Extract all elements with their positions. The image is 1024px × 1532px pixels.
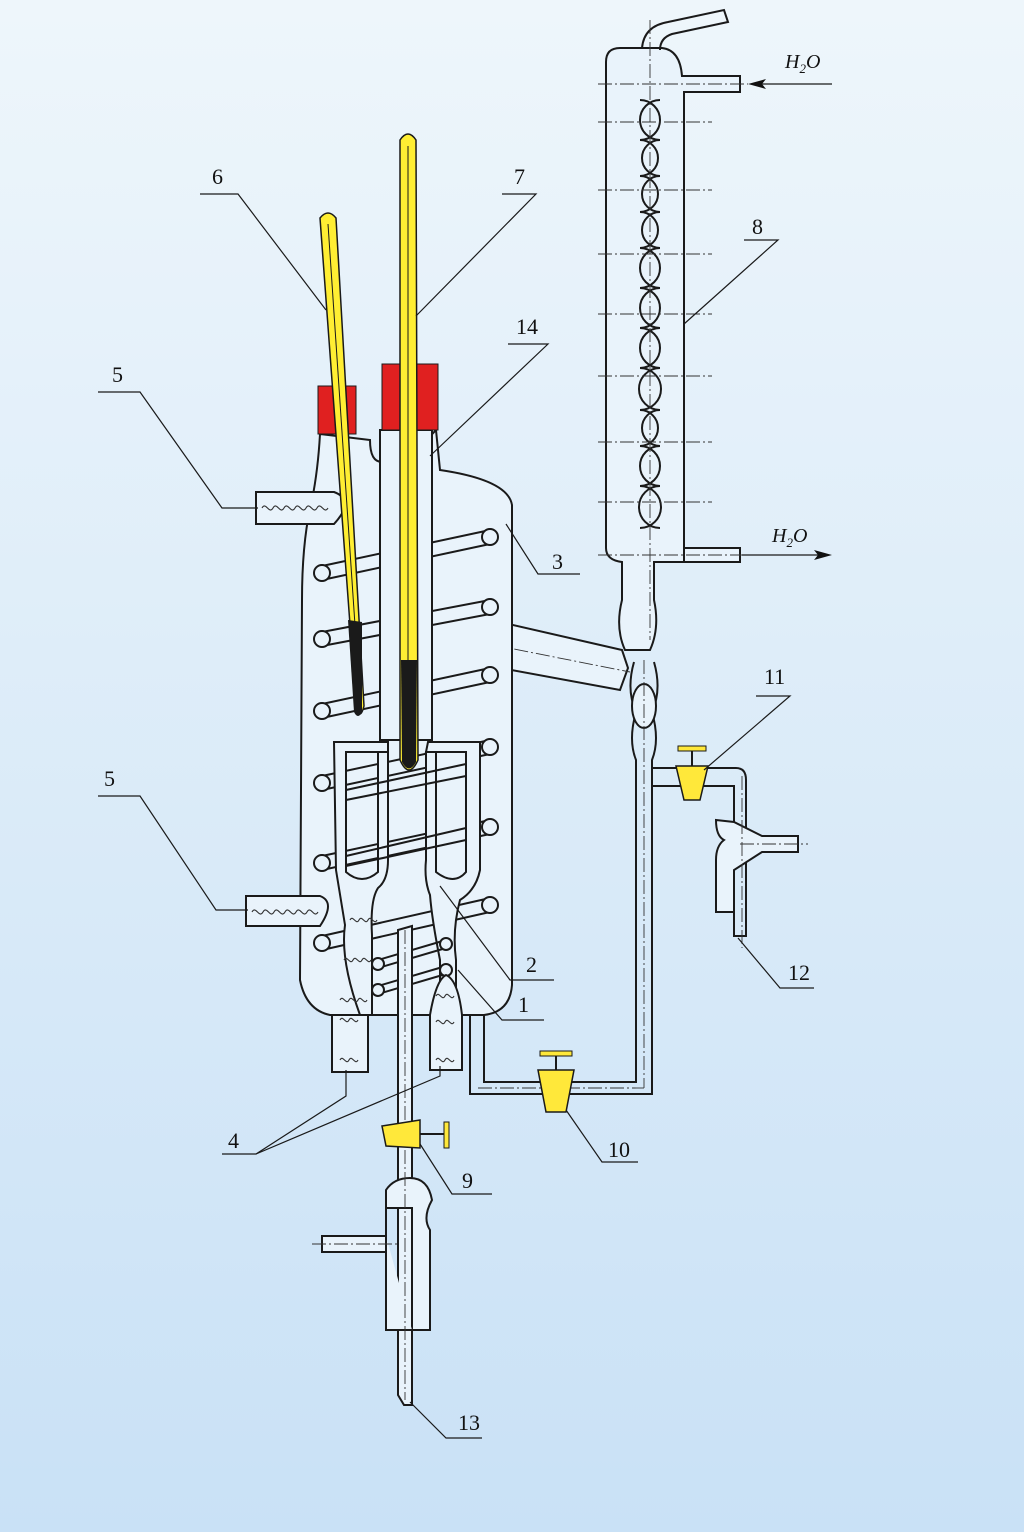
label-3: 3: [552, 549, 563, 574]
thermometer-center: [399, 133, 419, 771]
side-heaters: [245, 491, 346, 927]
number-labels: 6 7 8 14 5 3 11 5 2 12 1 4 10 9 13: [104, 164, 810, 1435]
valve-11[interactable]: [675, 745, 709, 801]
label-4: 4: [228, 1128, 239, 1153]
bottom-heaters: [331, 917, 463, 1073]
svg-text:H2O: H2O: [784, 51, 820, 76]
water-inlet: H2O: [748, 51, 832, 89]
label-1: 1: [518, 992, 529, 1017]
label-14: 14: [516, 314, 538, 339]
reflux-condenser: [598, 8, 748, 651]
label-11: 11: [764, 664, 785, 689]
drain-tube: [312, 924, 434, 1406]
arrow-right-icon: [814, 550, 832, 560]
label-6: 6: [212, 164, 223, 189]
label-7: 7: [514, 164, 525, 189]
label-2: 2: [526, 952, 537, 977]
valve-10[interactable]: [537, 1050, 575, 1113]
water-inlet-label: H: [784, 51, 801, 73]
return-line: [469, 660, 808, 1095]
water-outlet: H2O: [742, 525, 832, 560]
valve-9[interactable]: [381, 1119, 450, 1149]
arrow-left-icon: [748, 79, 766, 89]
label-9: 9: [462, 1168, 473, 1193]
thermometer-left: [319, 212, 365, 716]
water-outlet-label: H: [771, 525, 788, 547]
svg-text:H2O: H2O: [771, 525, 807, 550]
label-5-bottom: 5: [104, 766, 115, 791]
label-5-top: 5: [112, 362, 123, 387]
label-8: 8: [752, 214, 763, 239]
label-12: 12: [788, 960, 810, 985]
inner-vessel: [332, 741, 481, 1016]
label-13: 13: [458, 1410, 480, 1435]
leader-lines: [98, 193, 814, 1439]
label-10: 10: [608, 1137, 630, 1162]
